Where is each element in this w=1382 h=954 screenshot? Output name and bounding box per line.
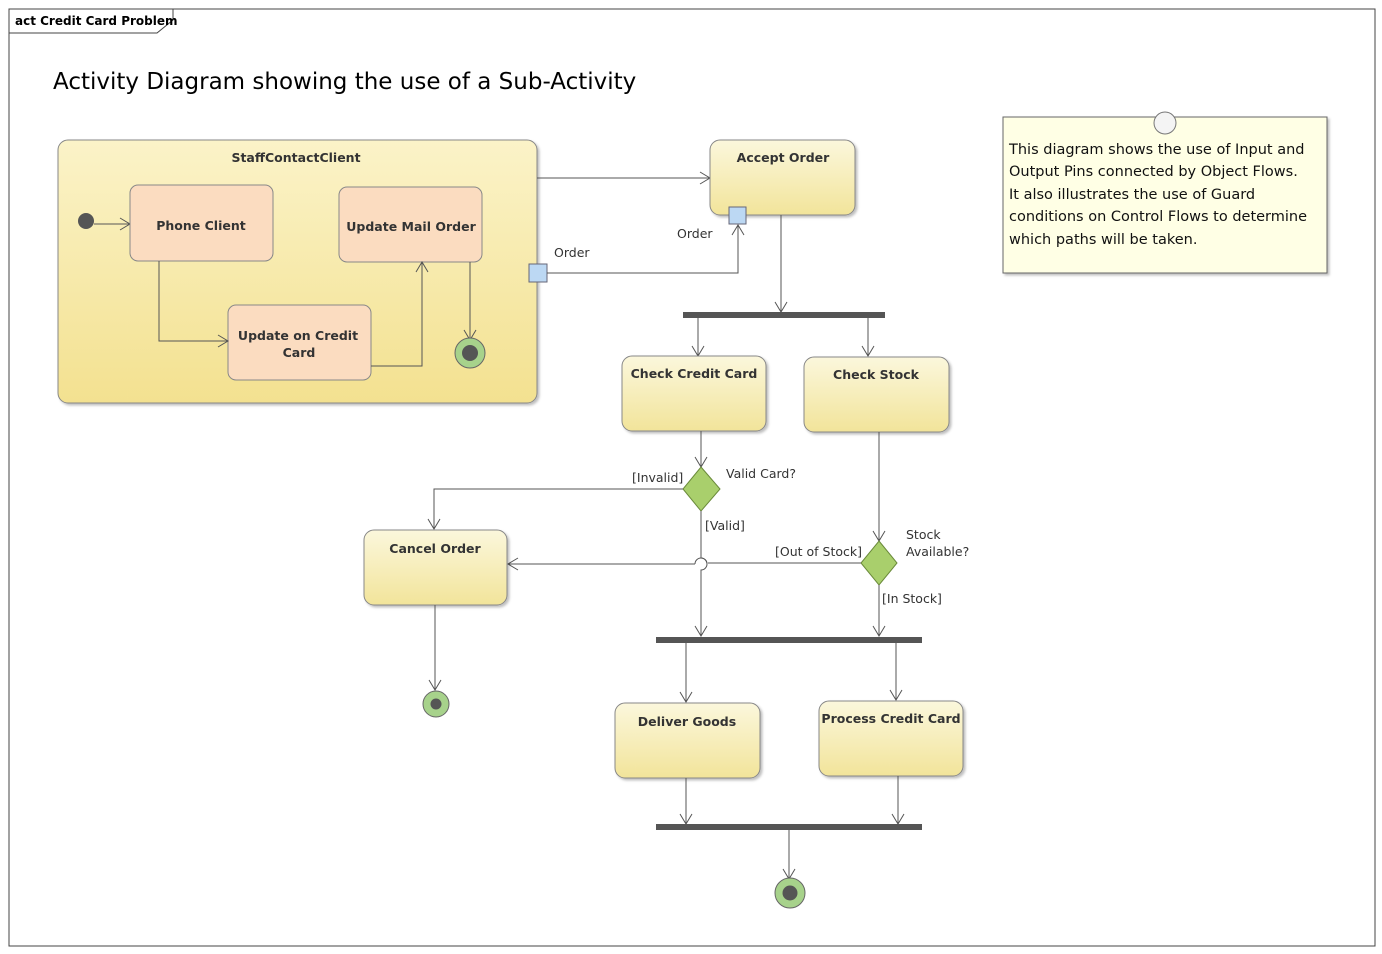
join-bar-3 bbox=[656, 824, 922, 830]
guard-out-of-stock: [Out of Stock] bbox=[775, 544, 862, 559]
fork-bar-1 bbox=[683, 312, 885, 318]
guard-in-stock: [In Stock] bbox=[882, 591, 942, 606]
action-update-credit-card-label-1: Update on Credit bbox=[238, 328, 358, 343]
decision-stock-available-label-2: Available? bbox=[906, 544, 969, 559]
decision-valid-card-label: Valid Card? bbox=[726, 466, 796, 481]
input-pin-order-label: Order bbox=[677, 226, 713, 241]
note-line-5: which paths will be taken. bbox=[1009, 232, 1197, 248]
initial-node[interactable] bbox=[78, 213, 94, 229]
diagram-frame bbox=[8, 8, 1376, 947]
guard-valid: [Valid] bbox=[705, 518, 745, 533]
action-update-credit-card-label-2: Card bbox=[283, 345, 316, 360]
action-accept-order[interactable] bbox=[709, 139, 856, 216]
action-deliver-goods[interactable] bbox=[614, 702, 761, 779]
decision-valid-card[interactable] bbox=[682, 466, 721, 512]
frame-tab bbox=[8, 8, 174, 34]
action-update-mail-order-label: Update Mail Order bbox=[346, 219, 476, 234]
decision-stock-available-label-1: Stock bbox=[906, 527, 941, 542]
guard-invalid: [Invalid] bbox=[632, 470, 683, 485]
decision-stock-available[interactable] bbox=[860, 540, 898, 586]
note-line-3: It also illustrates the use of Guard bbox=[1009, 187, 1255, 203]
note-line-4: conditions on Control Flows to determine bbox=[1009, 209, 1307, 225]
subactivity-label: StaffContactClient bbox=[231, 150, 360, 165]
action-deliver-goods-label: Deliver Goods bbox=[638, 714, 736, 729]
output-pin-order-label: Order bbox=[554, 245, 590, 260]
action-phone-client-label: Phone Client bbox=[156, 218, 245, 233]
note-line-2: Output Pins connected by Object Flows. bbox=[1009, 164, 1298, 180]
action-check-credit-card[interactable] bbox=[621, 355, 767, 432]
action-phone-client[interactable] bbox=[129, 184, 274, 262]
action-cancel-order-label: Cancel Order bbox=[389, 541, 481, 556]
action-update-mail-order[interactable] bbox=[338, 186, 483, 263]
note[interactable] bbox=[1002, 116, 1328, 274]
action-accept-order-label: Accept Order bbox=[737, 150, 830, 165]
action-process-credit-card-label: Process Credit Card bbox=[821, 711, 960, 726]
frame-tab-label: act Credit Card Problem bbox=[15, 14, 178, 28]
output-pin-order[interactable] bbox=[528, 263, 548, 283]
note-pin-icon bbox=[1153, 111, 1177, 135]
note-line-1: This diagram shows the use of Input and bbox=[1008, 142, 1304, 158]
action-check-credit-card-label: Check Credit Card bbox=[631, 366, 758, 381]
action-check-stock[interactable] bbox=[803, 356, 950, 433]
action-process-credit-card[interactable] bbox=[818, 700, 964, 777]
page-title: Activity Diagram showing the use of a Su… bbox=[53, 69, 636, 95]
fork-bar-2 bbox=[656, 637, 922, 643]
action-check-stock-label: Check Stock bbox=[833, 367, 920, 382]
input-pin-order[interactable] bbox=[728, 206, 747, 225]
action-update-credit-card[interactable] bbox=[227, 304, 372, 381]
